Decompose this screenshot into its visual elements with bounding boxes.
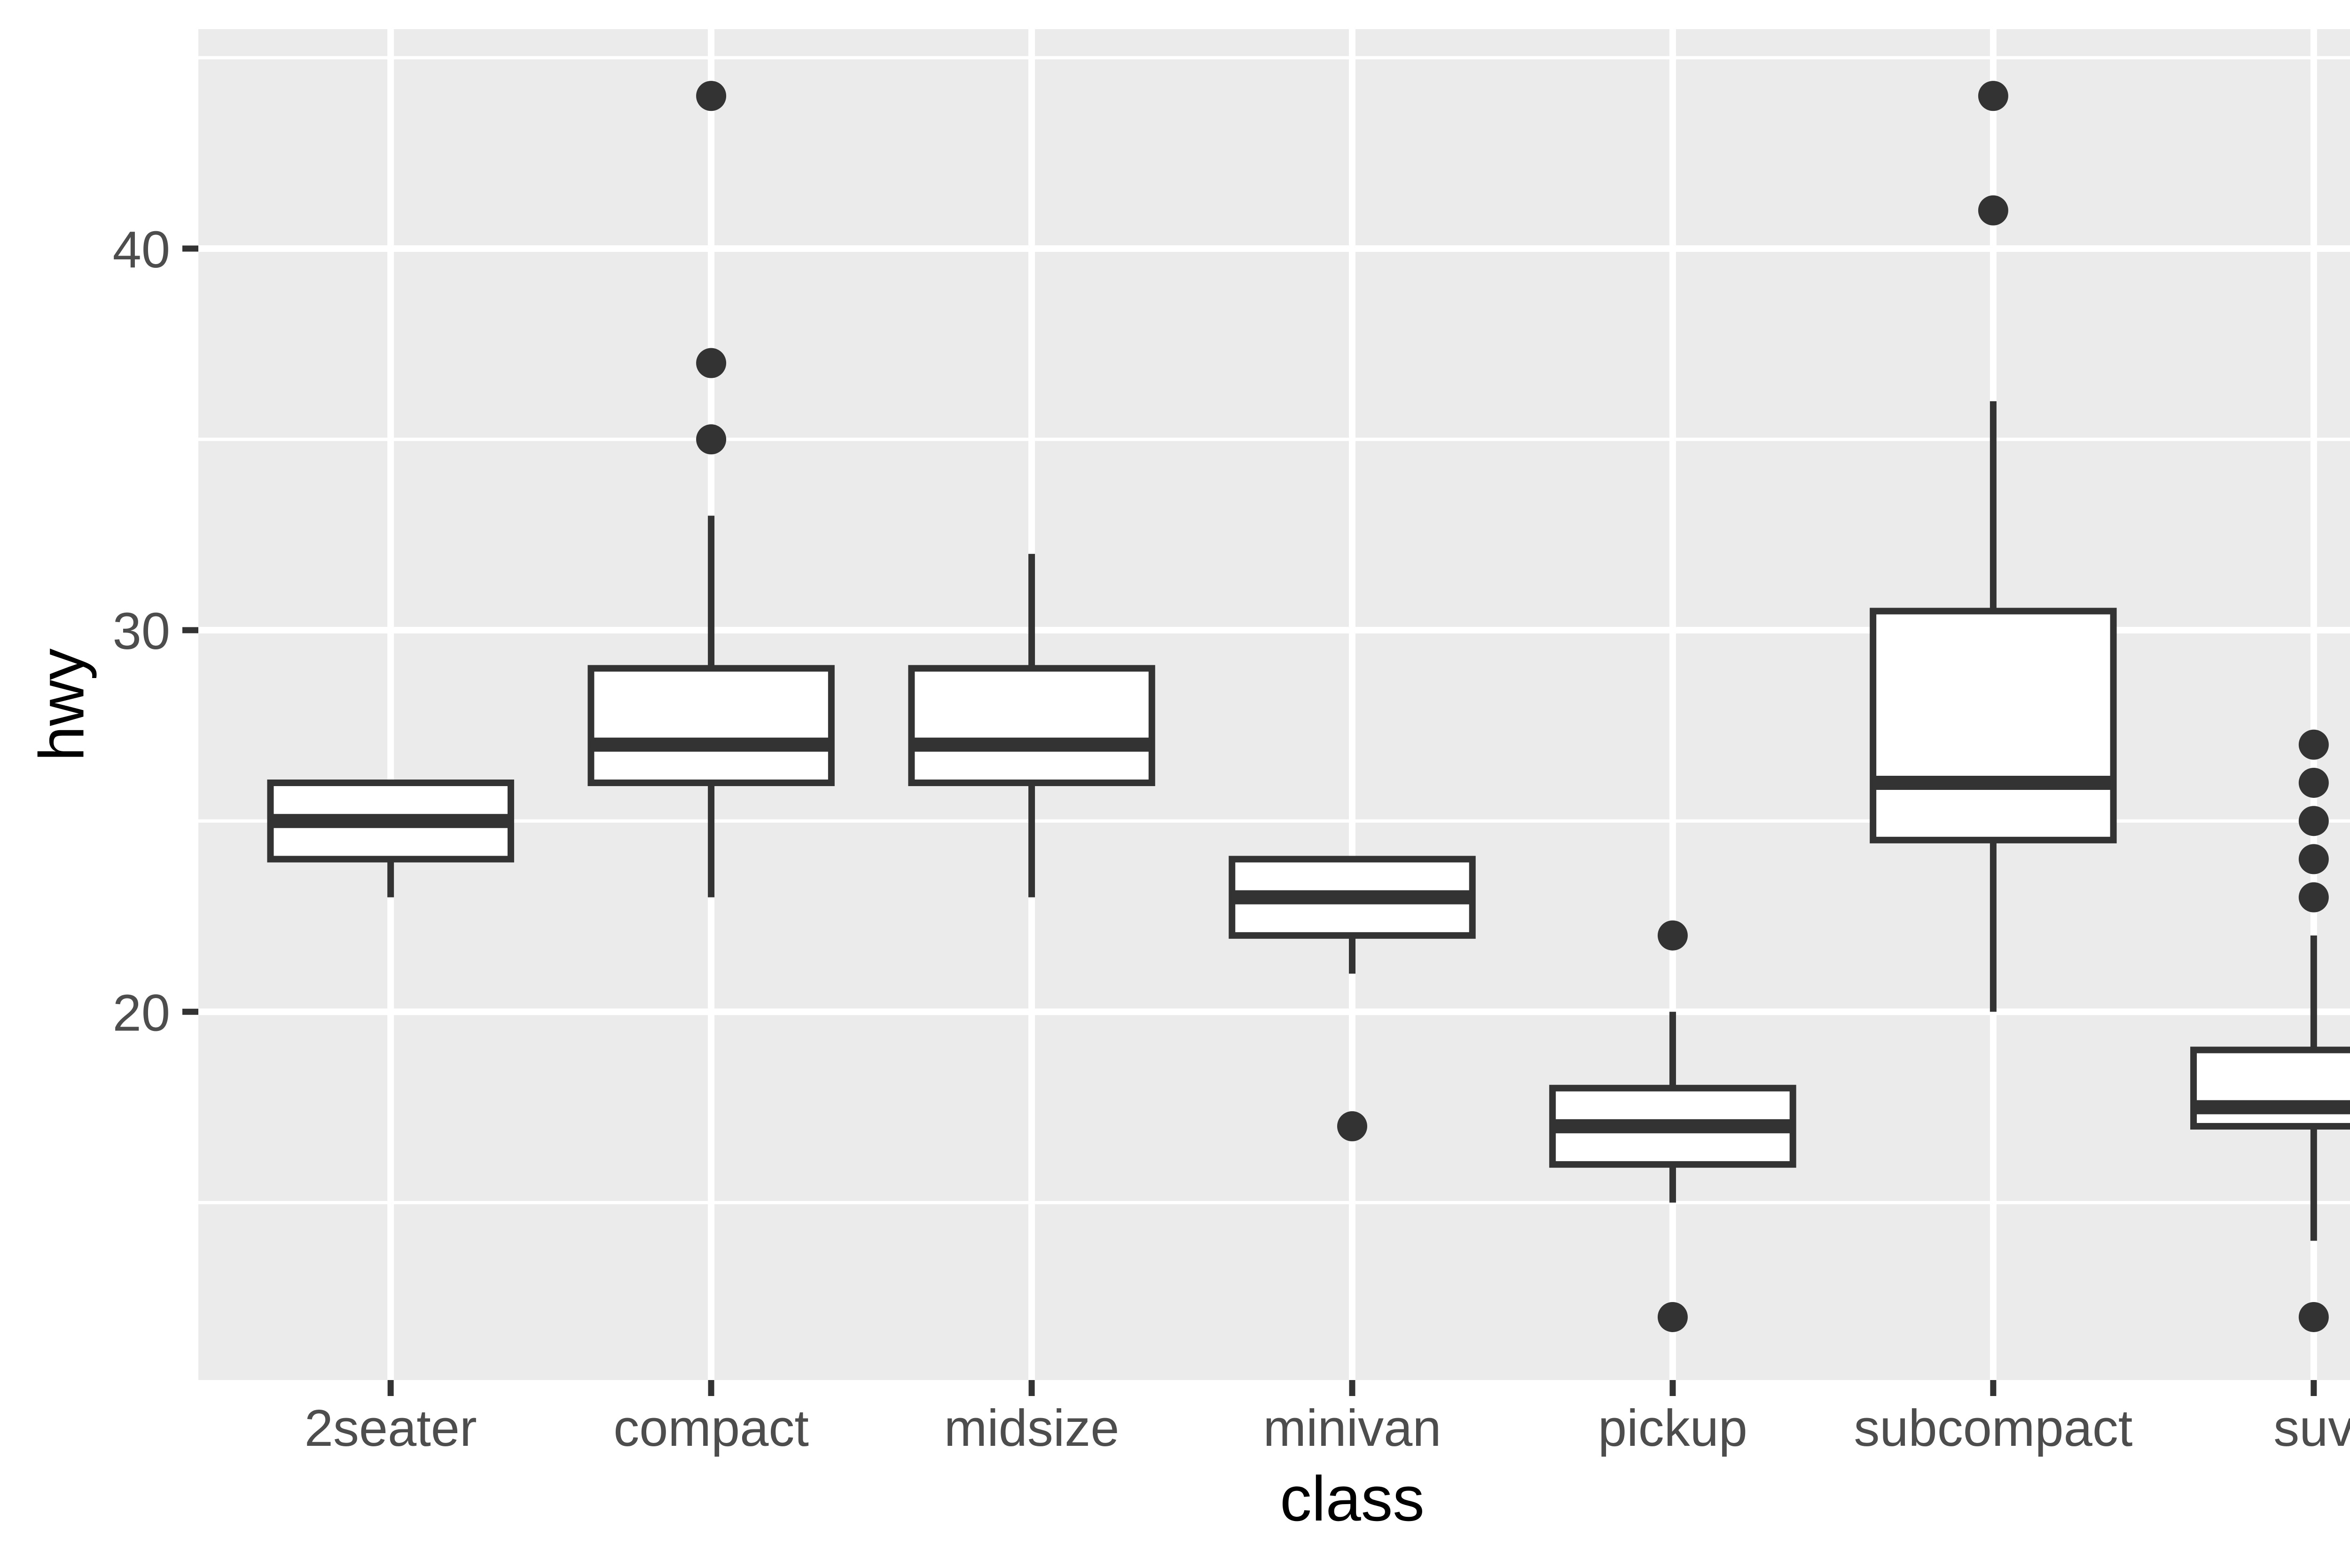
outlier-dot-suv (2298, 882, 2329, 913)
x-tick-label: 2seater (305, 1399, 477, 1457)
outlier-dot-suv (2298, 806, 2329, 836)
outlier-dot-compact (696, 81, 727, 111)
y-axis-title: hwy (26, 648, 97, 762)
box-subcompact (1870, 608, 2117, 843)
y-tick-label: 40 (113, 221, 170, 279)
x-axis-title: class (1280, 1463, 1425, 1534)
outlier-dot-minivan (1337, 1111, 1367, 1141)
x-tick-label: subcompact (1854, 1399, 2132, 1457)
outlier-dot-subcompact (1978, 195, 2008, 226)
outlier-dot-suv (2298, 1302, 2329, 1332)
outlier-dot-suv (2298, 729, 2329, 760)
box-midsize (908, 665, 1155, 786)
x-tick-label: midsize (944, 1399, 1120, 1457)
outlier-dot-pickup (1657, 920, 1688, 951)
x-tick-label: suv (2273, 1399, 2350, 1457)
x-tick-label: compact (613, 1399, 809, 1457)
y-tick-label: 20 (113, 984, 170, 1042)
box-compact (588, 665, 835, 786)
outlier-dot-compact (696, 348, 727, 378)
x-tick-label: pickup (1598, 1399, 1747, 1457)
x-tick-label: minivan (1263, 1399, 1441, 1457)
box-suv (2190, 1046, 2350, 1130)
outlier-dot-suv (2298, 844, 2329, 874)
y-tick-label: 30 (113, 602, 170, 660)
outlier-dot-pickup (1657, 1302, 1688, 1332)
outlier-dot-compact (696, 424, 727, 455)
outlier-dot-suv (2298, 767, 2329, 798)
outlier-dot-subcompact (1978, 81, 2008, 111)
